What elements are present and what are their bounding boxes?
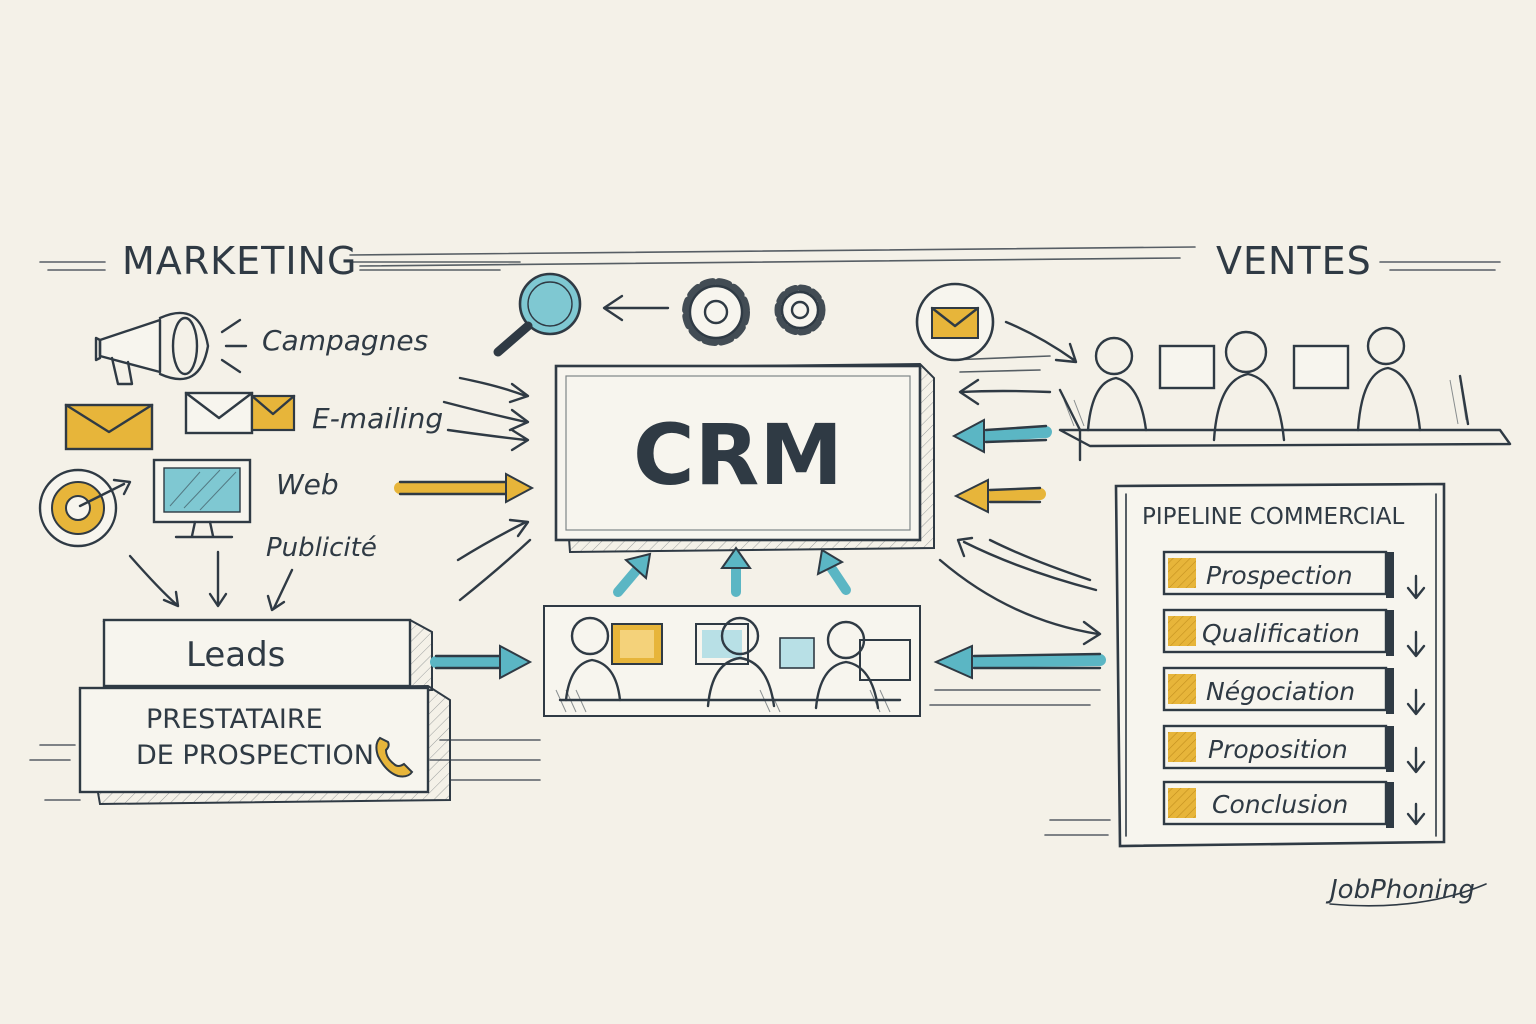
sales-to-crm-arrows	[933, 378, 1106, 680]
pipeline-stage-box	[1162, 608, 1394, 656]
speed-lines	[29, 246, 1501, 836]
marketing-title: MARKETING	[122, 239, 357, 283]
pipeline-stage-box	[1162, 724, 1394, 772]
monitor-icon	[152, 458, 252, 539]
mail-to-sales-arrow	[1004, 320, 1078, 364]
crm-top-arrow	[602, 294, 670, 322]
pipeline-stage-box	[1162, 780, 1394, 828]
envelope-icon	[64, 391, 296, 451]
leads-to-team-arrow	[430, 644, 533, 680]
pipeline-stages: Prospection Qualification Négociation Pr…	[1162, 550, 1426, 828]
prestataire-box	[78, 684, 451, 806]
channel-emailing: E-mailing	[312, 402, 443, 435]
crm-label: CRM	[633, 406, 843, 504]
stage-qualification: Qualification	[1202, 619, 1360, 648]
marketing-to-crm-arrows	[394, 376, 535, 602]
prestataire-line2: DE PROSPECTION	[136, 740, 374, 771]
stage-negociation: Négociation	[1206, 677, 1355, 706]
svg-text:JobPhoning: JobPhoning	[1325, 875, 1475, 905]
stage-down-arrows	[1406, 574, 1426, 826]
magnifier-icon	[493, 272, 582, 357]
channels-to-leads-arrows	[128, 550, 294, 612]
stage-prospection: Prospection	[1206, 561, 1353, 590]
brand-signature: JobPhoning	[1325, 875, 1487, 907]
leads-label: Leads	[186, 635, 285, 675]
stage-proposition: Proposition	[1208, 735, 1348, 764]
mail-badge-icon	[915, 282, 995, 362]
channel-campagnes: Campagnes	[262, 324, 428, 357]
channel-publicite: Publicité	[266, 533, 377, 563]
call-center-team	[543, 605, 921, 717]
target-icon	[38, 468, 132, 548]
channel-web: Web	[276, 468, 339, 501]
prestataire-line1: PRESTATAIRE	[146, 704, 323, 735]
ventes-title: VENTES	[1216, 239, 1372, 283]
team-to-crm-arrows	[613, 546, 851, 597]
megaphone-icon	[94, 311, 248, 386]
phone-icon	[375, 736, 414, 778]
pipeline-stage-box	[1162, 550, 1394, 598]
pipeline-stage-box	[1162, 666, 1394, 714]
leads-box	[102, 618, 433, 694]
pipeline-title: PIPELINE COMMERCIAL	[1142, 504, 1404, 530]
gear-icon	[682, 278, 826, 346]
crm-box	[554, 362, 935, 554]
sales-team	[1058, 326, 1512, 462]
stage-conclusion: Conclusion	[1212, 790, 1348, 819]
